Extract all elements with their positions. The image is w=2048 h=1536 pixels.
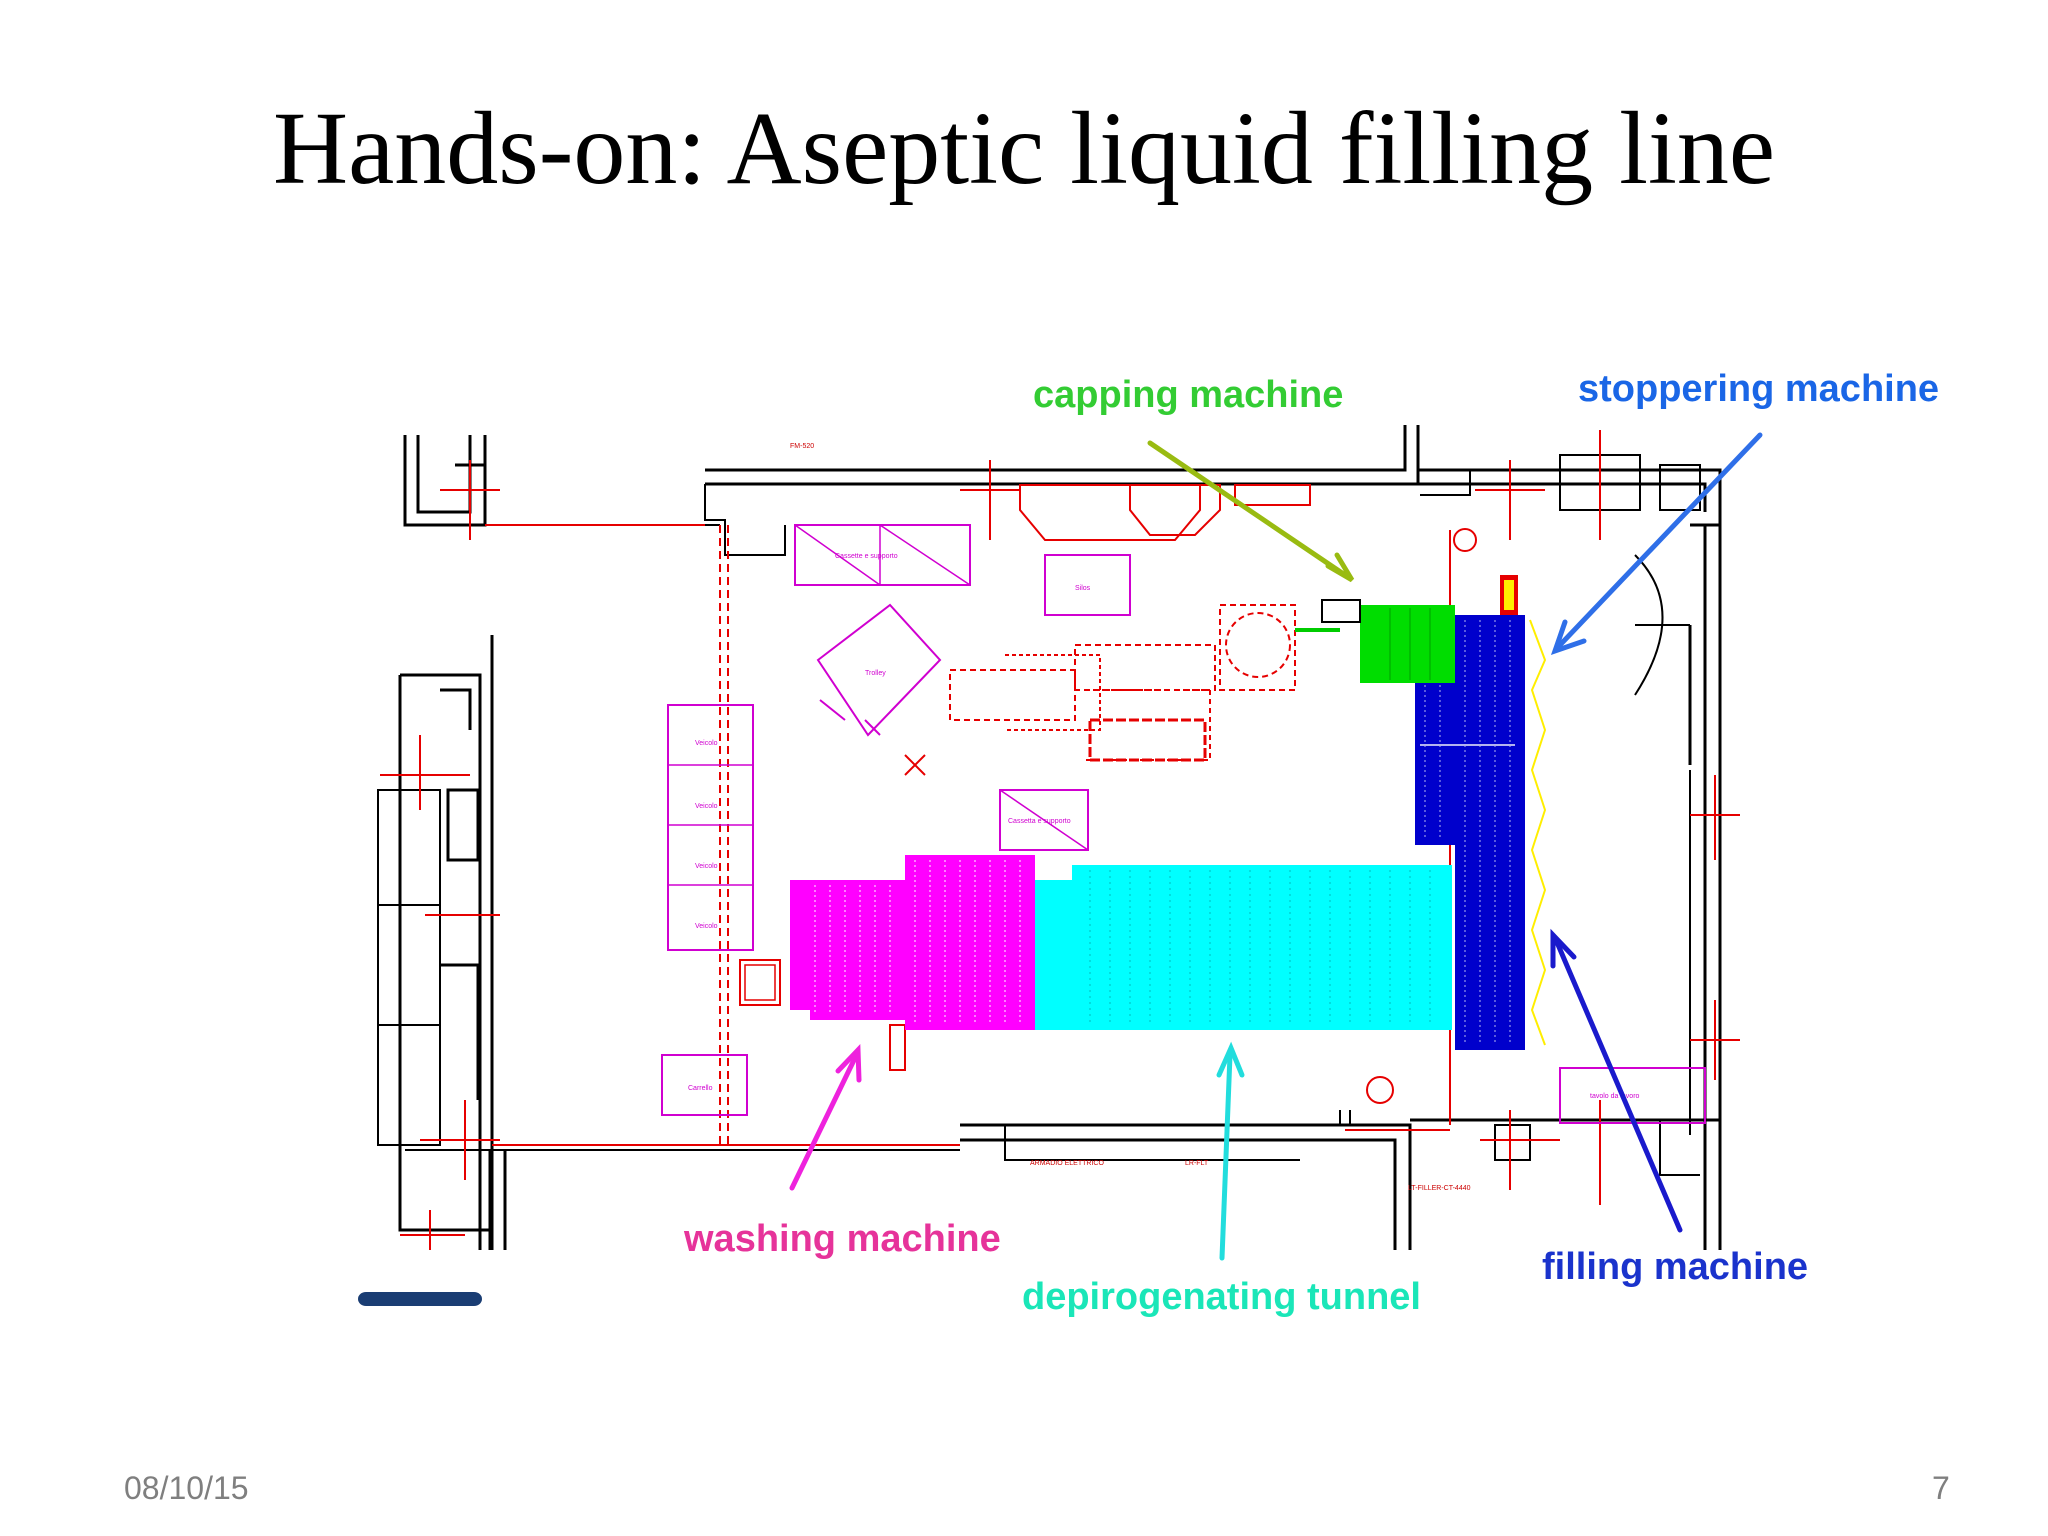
washing-arrow [789,1055,858,1191]
stoppering-machine-label: stoppering machine [1578,368,1940,410]
plan-red-details [380,430,1740,1250]
svg-text:Cassette e supporto: Cassette e supporto [835,553,898,560]
svg-text:ARMADIO ELETTRICO: ARMADIO ELETTRICO [1030,1160,1104,1167]
svg-text:Veicolo: Veicolo [695,740,718,747]
svg-text:Veicolo: Veicolo [695,803,718,810]
corner-tab [358,1292,482,1306]
building-walls [377,425,1722,1250]
slide-page-number: 7 [1932,1470,1950,1506]
depyrogenating-tunnel-block [1035,865,1452,1030]
slide-date: 08/10/15 [124,1470,249,1506]
slide-title: Hands-on: Aseptic liquid filling line [272,91,1776,206]
svg-text:LR-FLT: LR-FLT [1185,1160,1209,1167]
annotation-arrows [789,432,1763,1261]
svg-text:Carrello: Carrello [688,1085,713,1092]
capping-machine-block [1321,599,1455,683]
washing-machine-label: washing machine [684,1218,1001,1260]
filling-arrow [1553,937,1683,1233]
filling-machine-block [1415,575,1547,1050]
plan-magenta-details [661,524,1706,1124]
tunnel-arrow [1219,1052,1233,1261]
washing-machine-block [790,855,1035,1030]
svg-text:Trolley: Trolley [865,670,886,677]
svg-text:Silos: Silos [1075,585,1091,592]
svg-text:FM-520: FM-520 [790,443,814,450]
plan-tiny-text: FM-520 Cassette e supporto Silos Trolley… [688,443,1640,1192]
svg-text:Cassetta e supporto: Cassetta e supporto [1008,818,1071,825]
svg-text:Veicolo: Veicolo [695,863,718,870]
stoppering-arrow [1557,432,1763,648]
svg-text:LT-FILLER-CT-4440: LT-FILLER-CT-4440 [1408,1185,1471,1192]
svg-text:tavolo da lavoro: tavolo da lavoro [1590,1093,1640,1100]
svg-text:Veicolo: Veicolo [695,923,718,930]
depirogenating-tunnel-label: depirogenating tunnel [1022,1276,1421,1318]
capping-arrow [1147,440,1348,578]
filling-machine-label: filling machine [1542,1246,1809,1288]
capping-machine-label: capping machine [1033,374,1344,416]
